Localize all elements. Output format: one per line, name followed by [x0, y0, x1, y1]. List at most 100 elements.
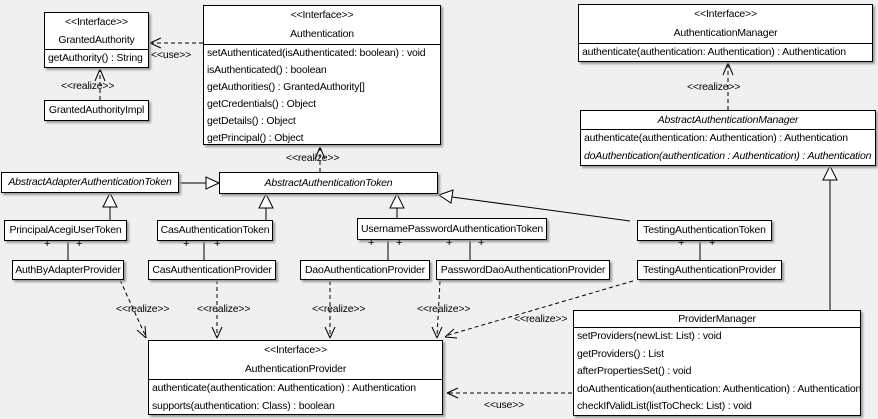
- class-password-dao-authentication-provider[interactable]: PasswordDaoAuthenticationProvider: [436, 260, 610, 280]
- method: doAuthentication(authentication : Authen…: [584, 149, 872, 162]
- class-provider-manager[interactable]: ProviderManager setProviders(newList: Li…: [573, 310, 861, 416]
- method: isAuthenticated() : boolean: [207, 64, 327, 76]
- stereotype: <<Interface>>: [290, 9, 354, 21]
- realize-authbyadapter-arrow: [136, 325, 147, 339]
- association-plus: +: [396, 237, 403, 249]
- class-name: GrantedAuthorityImpl: [48, 104, 145, 116]
- association-plus: +: [368, 237, 375, 249]
- realize-casprovider-arrow: [211, 326, 223, 339]
- realize-label: <<realize>>: [312, 303, 366, 315]
- gen-cas-arrow: [258, 192, 274, 209]
- realize-label: <<realize>>: [286, 152, 340, 164]
- class-name: PasswordDaoAuthenticationProvider: [440, 263, 606, 276]
- association-plus: +: [76, 238, 83, 250]
- realize-authbyadapter-line: [119, 279, 147, 338]
- gen-principal-arrow: [102, 191, 118, 208]
- gen-testing-token-arrow: [437, 189, 454, 204]
- use-authentication-grantedauthority-arrow: [149, 37, 162, 49]
- method: getDetails() : Object: [207, 115, 296, 127]
- method: supports(authentication: Class) : boolea…: [152, 399, 335, 412]
- realize-label: <<realize>>: [417, 303, 471, 315]
- class-abstract-adapter-authentication-token[interactable]: AbstractAdapterAuthenticationToken: [1, 172, 179, 193]
- method: getProviders() : List: [577, 347, 664, 360]
- realize-abstracttoken-authentication-arrow: [314, 146, 326, 160]
- association-plus: +: [44, 238, 51, 250]
- class-name: AbstractAuthenticationManager: [581, 111, 875, 130]
- class-principal-acegi-user-token[interactable]: PrincipalAcegiUserToken: [4, 220, 127, 241]
- realize-grantedauthorityimpl-arrow: [94, 68, 106, 82]
- method: checkIfValidList(listToCheck: List) : vo…: [577, 400, 752, 413]
- class-name: PrincipalAcegiUserToken: [9, 224, 122, 236]
- realize-label: <<realize>>: [197, 303, 251, 315]
- use-label: <<use>>: [151, 49, 192, 61]
- class-header: <<Interface>> Authentication: [204, 6, 440, 45]
- class-dao-authentication-provider[interactable]: DaoAuthenticationProvider: [300, 260, 430, 280]
- realize-passworddao-arrow: [431, 326, 443, 339]
- association-plus: +: [478, 237, 485, 249]
- class-header: <<Interface>> AuthenticationManager: [579, 5, 872, 44]
- method: getAuthority() : String: [48, 52, 143, 64]
- class-auth-by-adapter-provider[interactable]: AuthByAdapterProvider: [12, 260, 124, 280]
- class-name: TestingAuthenticationProvider: [642, 263, 777, 276]
- class-name: Authentication: [290, 28, 354, 40]
- method: authenticate(authentication: Authenticat…: [584, 132, 848, 144]
- gen-userpass-arrow: [389, 192, 405, 209]
- class-testing-authentication-token[interactable]: TestingAuthenticationToken: [637, 220, 772, 241]
- class-name: AuthByAdapterProvider: [15, 263, 121, 276]
- realize-label: <<realize>>: [514, 313, 568, 325]
- class-name: GrantedAuthority: [58, 34, 135, 46]
- gen-adapter-to-abstract-token-arrow: [205, 176, 221, 190]
- class-granted-authority[interactable]: <<Interface>> GrantedAuthority getAuthor…: [44, 12, 149, 68]
- class-name: DaoAuthenticationProvider: [305, 263, 425, 276]
- class-authentication-provider[interactable]: <<Interface>> AuthenticationProvider aut…: [148, 340, 443, 415]
- realize-abstractmanager-arrow: [722, 62, 734, 76]
- method: setProviders(newList: List) : void: [577, 330, 722, 342]
- method: doAuthentication(authentication: Authent…: [577, 382, 862, 395]
- realize-testingprovider-arrow: [444, 328, 458, 339]
- class-abstract-authentication-token[interactable]: AbstractAuthenticationToken: [219, 172, 438, 194]
- association-plus: +: [183, 238, 190, 250]
- dashed-edges: [94, 37, 734, 399]
- realize-label: <<realize>>: [116, 303, 170, 315]
- class-name: CasAuthenticationToken: [160, 224, 270, 236]
- class-abstract-authentication-manager[interactable]: AbstractAuthenticationManager authentica…: [580, 110, 876, 166]
- class-name: AbstractAdapterAuthenticationToken: [8, 176, 172, 188]
- class-name: AuthenticationProvider: [244, 363, 347, 375]
- method: afterPropertiesSet() : void: [577, 365, 692, 378]
- generalization-edges: [102, 164, 838, 310]
- class-cas-authentication-provider[interactable]: CasAuthenticationProvider: [148, 260, 276, 280]
- realize-daoprovider-arrow: [324, 326, 336, 339]
- association-plus: +: [214, 238, 221, 250]
- class-name: TestingAuthenticationToken: [643, 224, 766, 236]
- use-label: <<use>>: [484, 399, 525, 411]
- class-username-password-authentication-token[interactable]: UsernamePasswordAuthenticationToken: [357, 218, 547, 240]
- class-name: AuthenticationManager: [673, 27, 778, 39]
- class-authentication-manager[interactable]: <<Interface>> AuthenticationManager auth…: [578, 4, 873, 62]
- realize-label: <<realize>>: [61, 80, 115, 92]
- class-header: <<Interface>> GrantedAuthority: [45, 13, 148, 50]
- class-cas-authentication-token[interactable]: CasAuthenticationToken: [157, 220, 273, 241]
- method: authenticate(authentication: Authenticat…: [582, 46, 846, 58]
- class-testing-authentication-provider[interactable]: TestingAuthenticationProvider: [637, 260, 782, 280]
- realize-passworddao-line: [436, 280, 441, 338]
- association-plus: +: [446, 237, 453, 249]
- class-granted-authority-impl[interactable]: GrantedAuthorityImpl: [44, 100, 149, 121]
- gen-testing-token-line: [451, 196, 631, 222]
- association-plus: +: [678, 237, 685, 249]
- class-name: CasAuthenticationProvider: [152, 263, 272, 276]
- class-name: ProviderManager: [574, 311, 860, 328]
- gen-providermanager-arrow: [822, 164, 838, 181]
- method: getPrincipal() : Object: [207, 132, 304, 144]
- stereotype: <<Interface>>: [264, 344, 327, 356]
- stereotype: <<Interface>>: [65, 16, 128, 28]
- class-name: UsernamePasswordAuthenticationToken: [360, 222, 544, 235]
- method: getCredentials() : Object: [207, 98, 316, 110]
- use-providermanager-arrow: [446, 387, 459, 399]
- class-header: <<Interface>> AuthenticationProvider: [149, 341, 442, 380]
- class-authentication[interactable]: <<Interface>> Authentication setAuthenti…: [203, 5, 441, 145]
- realize-testingprovider-line: [444, 280, 634, 337]
- association-plus: +: [709, 237, 716, 249]
- method: authenticate(authentication: Authenticat…: [152, 382, 416, 394]
